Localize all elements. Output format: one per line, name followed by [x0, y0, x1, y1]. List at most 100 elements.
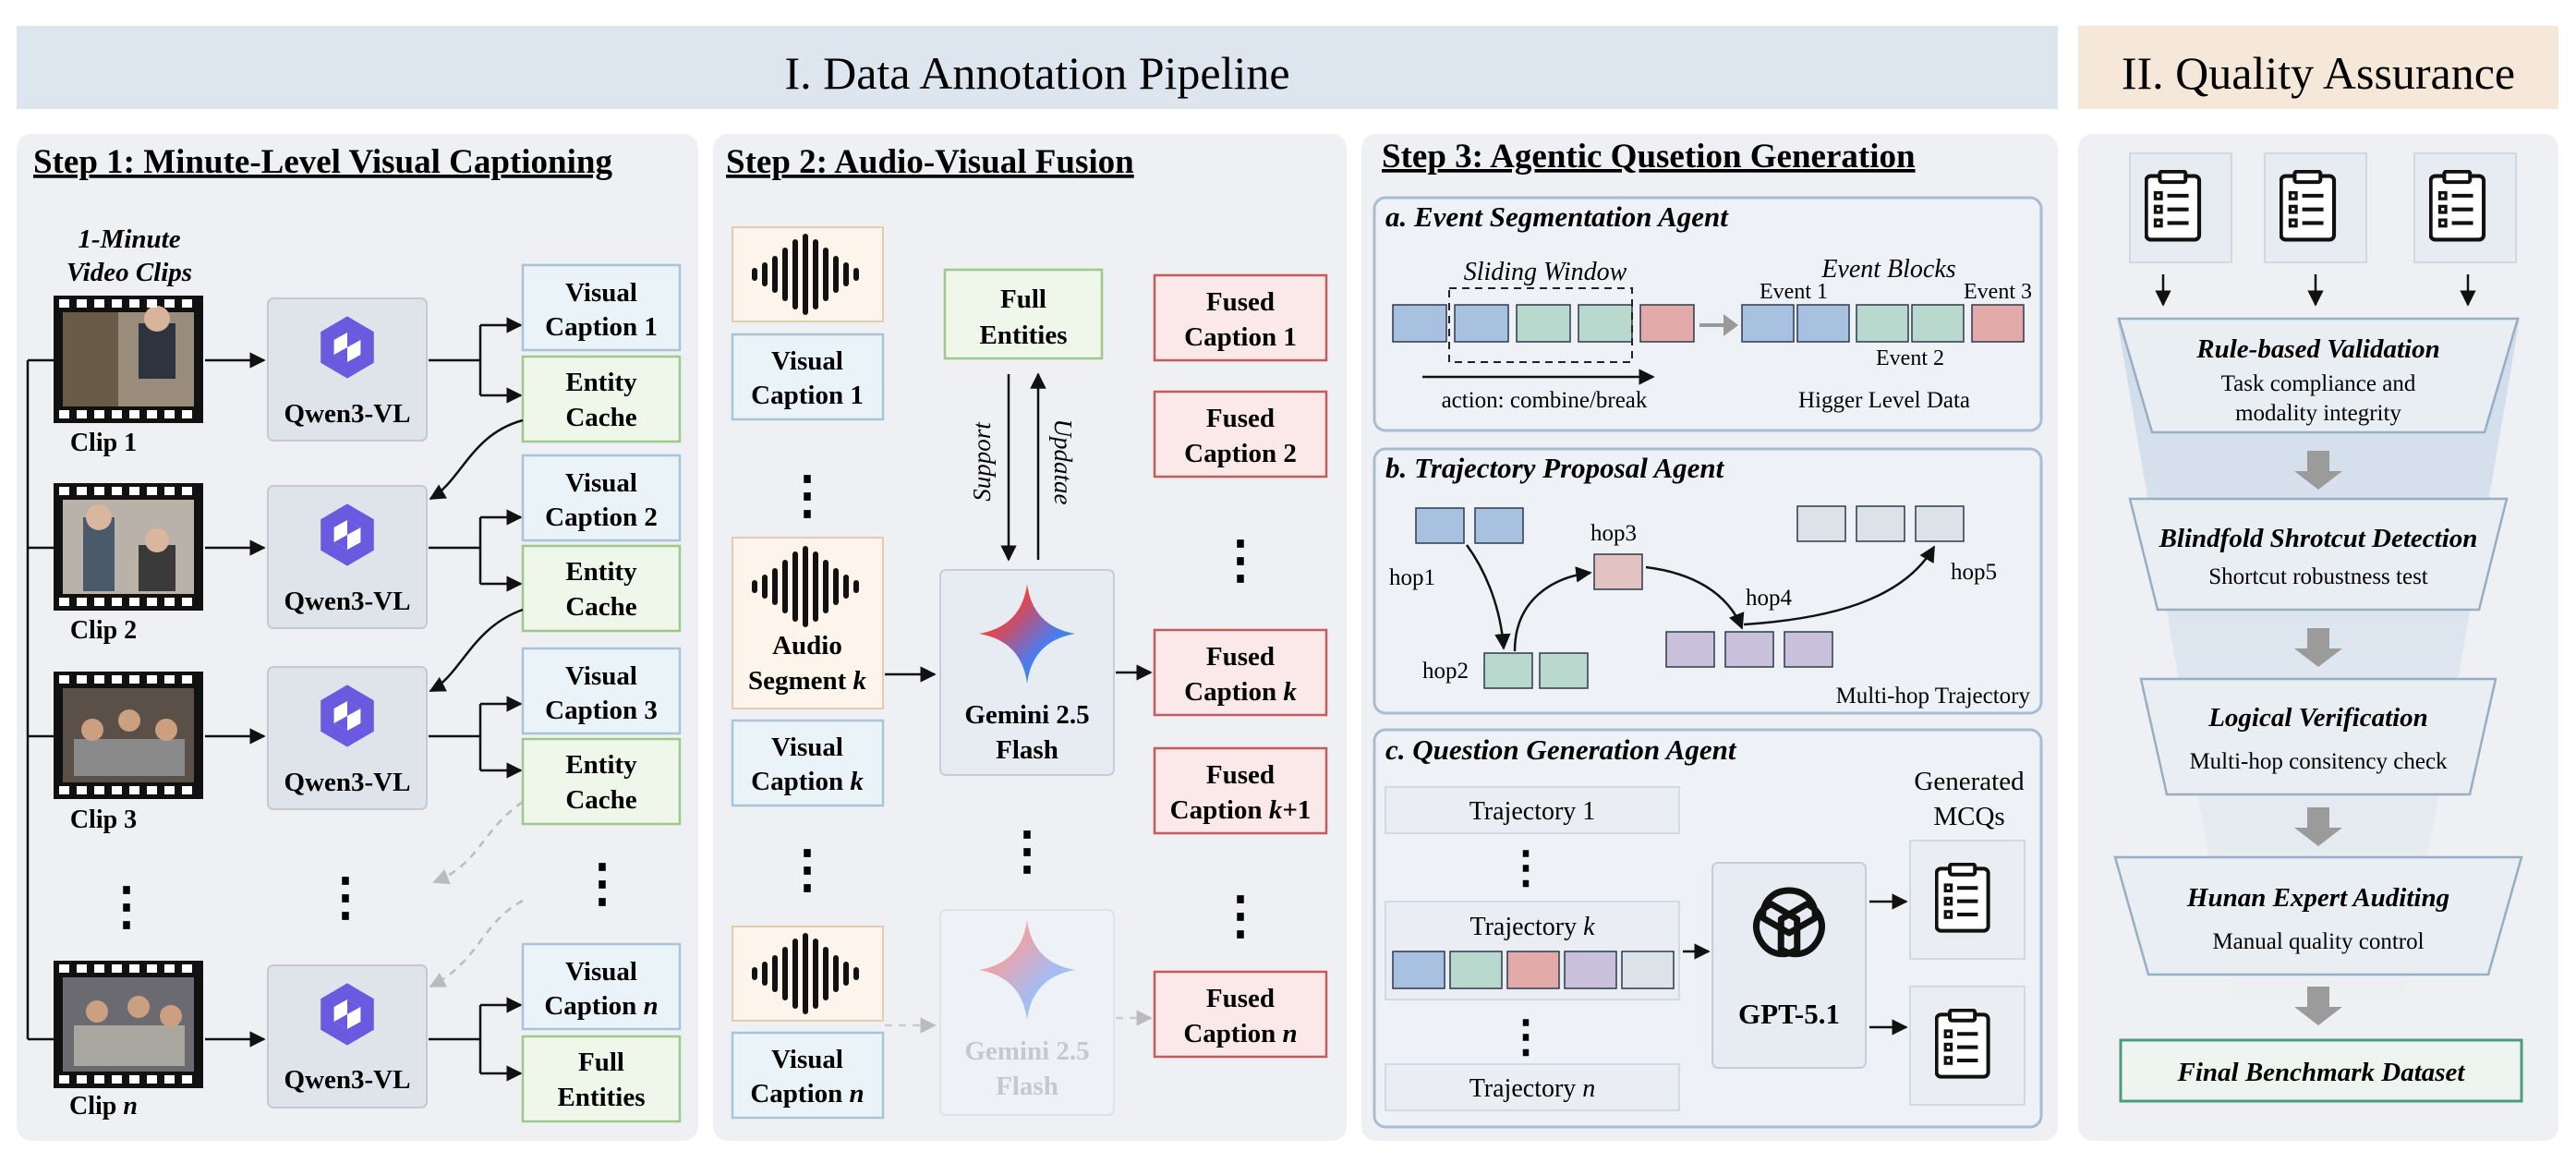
clip-1-label: Clip 1 — [70, 429, 137, 457]
mcq-box-2 — [1909, 986, 2026, 1106]
svg-text:Cache: Cache — [565, 592, 636, 622]
svg-text:Visual: Visual — [565, 468, 637, 498]
gray-arrow-icon — [1699, 314, 1738, 336]
action-label: action: combine/break — [1442, 388, 1648, 413]
gemini-logo-icon — [979, 920, 1075, 1020]
svg-text:Visual: Visual — [565, 278, 637, 308]
svg-text:Caption k+1: Caption k+1 — [1170, 795, 1312, 825]
film-strip-clip-2 — [54, 483, 203, 611]
svg-text:Caption k: Caption k — [1184, 677, 1297, 707]
fused-caption-k-plus-1: Fused Caption k+1 — [1153, 746, 1328, 835]
film-sprockets — [59, 299, 192, 1084]
clipboard-icon — [1935, 1009, 1990, 1079]
entity-cache-3: Entity Cache — [521, 737, 682, 826]
waveform-icon — [752, 933, 859, 1014]
film-strip-clip-3 — [54, 672, 203, 799]
svg-text:Caption n: Caption n — [544, 991, 658, 1021]
svg-text:Segment k: Segment k — [748, 666, 867, 696]
svg-text:Caption 2: Caption 2 — [1184, 439, 1297, 468]
fused-caption-1: Fused Caption 1 — [1153, 273, 1328, 362]
svg-text:Fused: Fused — [1206, 404, 1275, 433]
audio-waveform-box-1 — [732, 226, 884, 322]
hop2-label: hop2 — [1422, 659, 1469, 684]
svg-text:Full: Full — [578, 1048, 624, 1077]
clips-label-line1: 1-Minute — [78, 224, 180, 254]
qa-stage-human-expert: Hunan Expert Auditing Manual quality con… — [2113, 855, 2523, 976]
qwen-box-1: Qwen3-VL — [267, 297, 428, 442]
fused-ellipsis-2: ⋮ — [1215, 888, 1266, 945]
svg-text:Caption 2: Caption 2 — [545, 503, 658, 532]
svg-text:Caption n: Caption n — [750, 1079, 864, 1108]
fused-ellipsis-1: ⋮ — [1215, 532, 1266, 589]
trajectory-proposal-box — [1373, 447, 2043, 715]
svg-text:Caption 1: Caption 1 — [1184, 322, 1297, 352]
svg-text:Manual quality control: Manual quality control — [2212, 929, 2424, 954]
pipeline-title: I. Data Annotation Pipeline — [784, 47, 1289, 99]
film-strip-clip-1 — [54, 296, 203, 423]
svg-text:Audio: Audio — [772, 631, 842, 660]
down-arrow-icon — [2294, 987, 2342, 1025]
svg-text:Logical Verification: Logical Verification — [2207, 703, 2428, 733]
clip-n-label: Clip n — [69, 1092, 138, 1120]
svg-text:Flash: Flash — [996, 1072, 1058, 1101]
clip-2-label: Clip 2 — [70, 616, 137, 645]
svg-text:modality integrity: modality integrity — [2235, 401, 2401, 426]
gemini-logo-icon — [979, 584, 1075, 684]
trajectory-1-box: Trajectory 1 — [1385, 786, 1680, 834]
segment-blocks-right — [1741, 304, 2025, 343]
clips-ellipsis: ⋮ — [101, 878, 152, 936]
trajectory-proposal-title: b. Trajectory Proposal Agent — [1385, 452, 1725, 484]
svg-text:Trajectory 1: Trajectory 1 — [1469, 797, 1596, 826]
audio-waveform-box-n — [732, 926, 884, 1022]
qwen-box-3: Qwen3-VL — [267, 666, 428, 810]
trajectory-k-box: Trajectory k — [1385, 901, 1680, 1000]
trajectory-n-box: Trajectory n — [1385, 1063, 1680, 1111]
event-2-label: Event 2 — [1876, 346, 1944, 370]
update-label: Updatae — [1049, 419, 1077, 505]
svg-text:Visual: Visual — [771, 733, 843, 762]
sliding-window-frame — [1448, 287, 1633, 363]
entity-cache-2: Entity Cache — [521, 544, 682, 633]
entity-cache-1: Entity Cache — [521, 355, 682, 443]
waveform-icon — [752, 546, 859, 627]
generated-mcqs-line2: MCQs — [1933, 802, 2004, 831]
svg-text:Shortcut robustness test: Shortcut robustness test — [2208, 564, 2428, 589]
hop3-label: hop3 — [1590, 521, 1637, 546]
svg-text:Visual: Visual — [771, 1045, 843, 1074]
gemini-box: Gemini 2.5 Flash — [939, 569, 1115, 776]
clipboard-icon — [1935, 863, 1990, 933]
svg-text:Gemini 2.5: Gemini 2.5 — [964, 700, 1089, 730]
clipboard-icon — [2147, 172, 2199, 240]
pipeline-header-bar — [17, 26, 2058, 109]
visual-caption-2: Visual Caption 2 — [521, 454, 682, 542]
qa-stage-logical: Logical Verification Multi-hop consitenc… — [2139, 677, 2497, 796]
s2-ellipsis-1: ⋮ — [781, 467, 833, 525]
waveform-icon — [752, 234, 859, 315]
svg-text:Caption n: Caption n — [1183, 1019, 1297, 1048]
qwen-label: Qwen3-VL — [284, 768, 411, 797]
full-entities-step2: Full Entities — [943, 268, 1104, 360]
qwen-label: Qwen3-VL — [284, 587, 411, 616]
full-entities-step1: Full Entities — [521, 1035, 682, 1123]
step2-title: Step 2: Audio-Visual Fusion — [726, 143, 1134, 181]
visual-caption-1: Visual Caption 1 — [521, 263, 682, 352]
fused-caption-k: Fused Caption k — [1153, 628, 1328, 717]
svg-text:Task compliance and: Task compliance and — [2221, 371, 2416, 396]
qa-stage-rule-based: Rule-based Validation Task compliance an… — [2117, 317, 2520, 434]
qwen-ellipsis: ⋮ — [320, 869, 371, 927]
cache-feedback-4 — [429, 899, 524, 988]
svg-text:Fused: Fused — [1206, 984, 1275, 1013]
hop-arrows — [1465, 544, 1936, 652]
hop5-label: hop5 — [1951, 560, 1997, 585]
segment-blocks-left — [1392, 304, 1695, 343]
visual-caption-s2-k: Visual Caption k — [731, 719, 885, 807]
higher-level-label: Higger Level Data — [1798, 388, 1970, 413]
svg-text:Visual: Visual — [565, 957, 637, 987]
visual-caption-n: Visual Caption n — [521, 942, 682, 1031]
qa-input-clipboards — [2129, 152, 2517, 263]
audio-segment-k: Audio Segment k — [732, 537, 884, 709]
trajectory-ellipsis-2: ⋮ — [1504, 1012, 1548, 1061]
film-strip-clip-n — [54, 961, 203, 1088]
svg-text:Caption 3: Caption 3 — [545, 696, 658, 725]
svg-text:Flash: Flash — [996, 735, 1058, 765]
